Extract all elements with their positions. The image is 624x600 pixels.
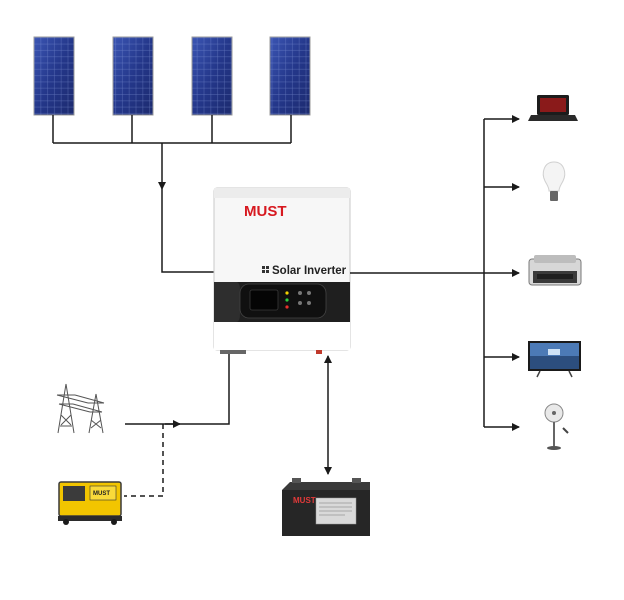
grid-wiring	[124, 354, 230, 497]
power-tower-icon	[56, 383, 105, 434]
solar-panel	[191, 36, 233, 116]
generator-icon: MUST	[58, 481, 122, 525]
lcd-display	[249, 289, 279, 311]
battery-icon: MUST	[282, 478, 370, 536]
load-wiring	[350, 115, 520, 431]
printer-icon	[528, 255, 582, 286]
solar-inverter: MUST Solar Inverter	[213, 187, 351, 354]
solar-panel	[269, 36, 311, 116]
control-button-icon	[307, 301, 311, 305]
laptop-icon	[528, 95, 578, 121]
pv-wiring	[52, 115, 292, 273]
inverter-label: Solar Inverter	[272, 265, 347, 277]
light-bulb-icon	[542, 161, 566, 201]
solar-panel	[33, 36, 75, 116]
solar-panels	[33, 36, 311, 116]
television-icon	[528, 341, 581, 378]
control-button-icon	[298, 301, 302, 305]
inverter-logo-icon	[262, 266, 269, 273]
generator-brand-logo: MUST	[93, 491, 110, 497]
fan-icon	[544, 403, 569, 450]
solar-panel	[112, 36, 154, 116]
inverter-brand-logo: MUST	[244, 203, 287, 220]
control-button-icon	[298, 291, 302, 295]
status-led-icon	[285, 298, 289, 302]
status-led-icon	[285, 291, 289, 295]
battery-brand-logo: MUST	[293, 496, 316, 505]
control-button-icon	[307, 291, 311, 295]
status-led-icon	[285, 305, 289, 309]
